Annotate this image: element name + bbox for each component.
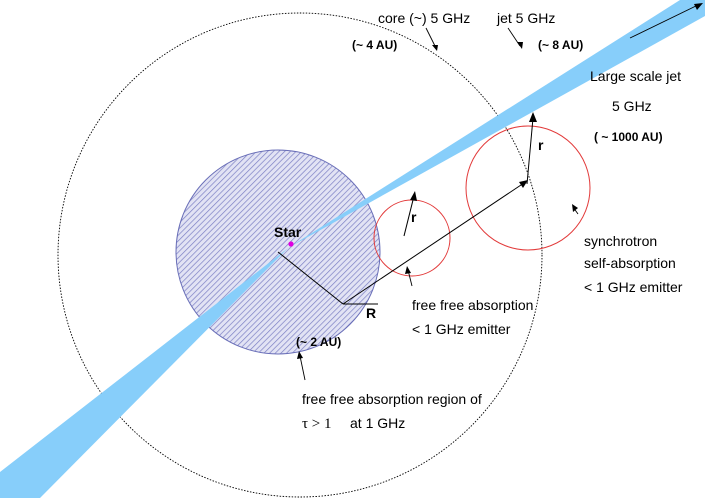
inner-size-label: (~ 2 AU) <box>296 335 341 349</box>
core-label: core (~) 5 GHz <box>378 10 470 26</box>
jet-leader-head <box>517 42 523 49</box>
star-label: Star <box>274 224 302 240</box>
synch-leader-head <box>572 204 578 212</box>
core-leader-head <box>432 45 438 51</box>
jet-cone-lower <box>0 248 288 498</box>
r-large-arrow <box>526 117 534 185</box>
core-size-label: (~ 4 AU) <box>352 38 397 52</box>
region-label-line1: free free absorption region of <box>302 391 482 407</box>
ff-label-line2: < 1 GHz emitter <box>412 321 511 337</box>
distance-arrow <box>342 182 525 305</box>
r-large-arrow-head <box>529 112 537 122</box>
R-line-diagonal <box>277 251 344 305</box>
large-jet-freq-label: 5 GHz <box>612 98 652 114</box>
region-label-line2: at 1 GHz <box>350 415 405 431</box>
jet-cone-upper <box>288 0 705 248</box>
region-leader-head <box>297 351 303 359</box>
large-jet-arrow <box>629 3 701 39</box>
r-small-arrow <box>403 195 415 237</box>
region-tau-label: τ > 1 <box>302 416 332 432</box>
jet-label: jet 5 GHz <box>496 10 555 26</box>
core-leader <box>425 27 437 49</box>
r-small-arrow-head <box>410 191 417 201</box>
r-small-label: r <box>411 209 417 225</box>
synch-label-line3: < 1 GHz emitter <box>584 279 683 295</box>
jet-size-label: (~ 8 AU) <box>538 38 583 52</box>
ff-label-line1: free free absorption <box>412 297 533 313</box>
large-jet-size-label: ( ~ 1000 AU) <box>594 130 663 144</box>
synchrotron-emitter-circle <box>465 125 591 251</box>
core-circle <box>57 12 543 498</box>
large-jet-label: Large scale jet <box>590 68 681 84</box>
large-jet-arrow-head <box>694 3 703 10</box>
region-leader <box>299 355 306 381</box>
star-marker <box>288 241 294 247</box>
ff-leader-head <box>405 266 411 274</box>
synch-label-line2: self-absorption <box>584 255 676 271</box>
r-large-label: r <box>538 137 544 153</box>
R-label: R <box>366 305 376 321</box>
distance-arrow-head <box>519 180 528 188</box>
synch-label-line1: synchrotron <box>584 233 657 249</box>
